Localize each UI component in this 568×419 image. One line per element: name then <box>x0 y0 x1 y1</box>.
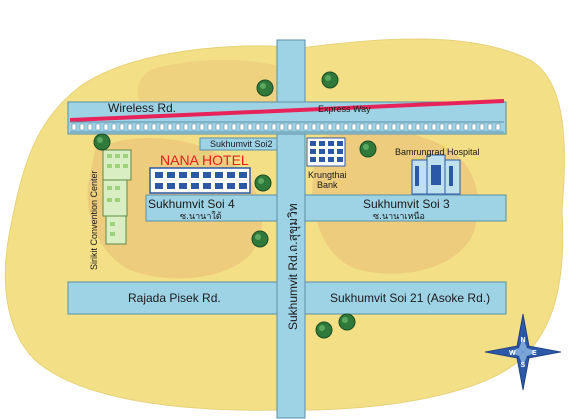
tree-icon <box>254 174 272 192</box>
soi3-label: Sukhumvit Soi 3 <box>363 197 450 211</box>
convention-center-building <box>102 149 132 245</box>
sukhumvit-main-label: Sukhumvit Rd.ถ.สุขุมวิท <box>286 203 301 330</box>
krungthai-label-line2: Bank <box>317 180 338 190</box>
tree-icon <box>359 140 377 158</box>
tree-icon <box>256 79 274 97</box>
railway-track <box>70 121 504 133</box>
krungthai-label-line1: Krungthai <box>308 170 347 180</box>
road-soi4-soi3 <box>145 194 507 222</box>
tree-icon <box>321 71 339 89</box>
hospital-label: Bamrungrad Hospital <box>395 147 480 157</box>
soi21-label: Sukhumvit Soi 21 (Asoke Rd.) <box>330 291 490 305</box>
soi4-label: Sukhumvit Soi 4 <box>148 197 235 211</box>
soi2-label: Sukhumvit Soi2 <box>210 139 273 149</box>
compass-s: S <box>521 362 526 369</box>
tree-icon <box>315 321 333 339</box>
compass-rose: N S W E <box>484 313 562 391</box>
hospital-building <box>411 154 461 195</box>
trees <box>93 71 377 339</box>
compass-e: E <box>532 350 537 357</box>
convention-center-label: Sirikit Convention Center <box>89 170 99 270</box>
tree-icon <box>251 230 269 248</box>
nana-hotel-building <box>149 167 251 194</box>
krungthai-bank-building <box>306 137 346 167</box>
wireless-road-label: Wireless Rd. <box>108 101 176 115</box>
expressway-label: Express Way <box>318 104 371 114</box>
tree-icon <box>93 133 111 151</box>
soi3-thai-label: ซ.นานาเหนือ <box>373 211 425 222</box>
compass-n: N <box>521 337 526 344</box>
soi4-thai-label: ซ.นานาใต้ <box>180 211 222 222</box>
rajada-pisek-label: Rajada Pisek Rd. <box>128 291 221 305</box>
hotel-name-label: NANA HOTEL <box>160 152 249 168</box>
tree-icon <box>338 313 356 331</box>
expressway-line <box>69 99 505 122</box>
land-patch-north <box>137 59 290 102</box>
compass-w: W <box>509 350 516 357</box>
